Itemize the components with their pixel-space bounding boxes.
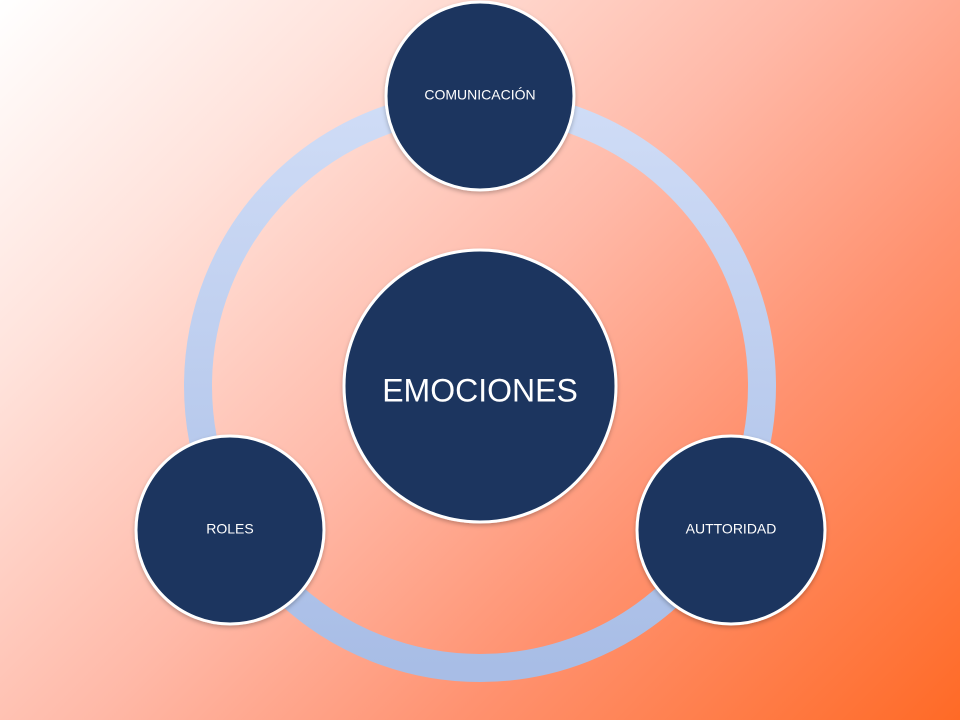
- node-roles-circle: [134, 434, 326, 626]
- node-comunicacion-circle: [384, 0, 576, 192]
- node-comunicacion-label: COMUNICACIÓN: [424, 87, 535, 103]
- center-node-label: EMOCIONES: [382, 372, 578, 408]
- node-auttoridad-label: AUTTORIDAD: [686, 521, 777, 537]
- node-roles: ROLES: [134, 434, 326, 626]
- center-node: EMOCIONES: [342, 248, 618, 524]
- node-roles-label: ROLES: [206, 521, 253, 537]
- node-auttoridad: AUTTORIDAD: [635, 434, 827, 626]
- center-node-circle: [342, 248, 618, 524]
- node-auttoridad-circle: [635, 434, 827, 626]
- node-comunicacion: COMUNICACIÓN: [384, 0, 576, 192]
